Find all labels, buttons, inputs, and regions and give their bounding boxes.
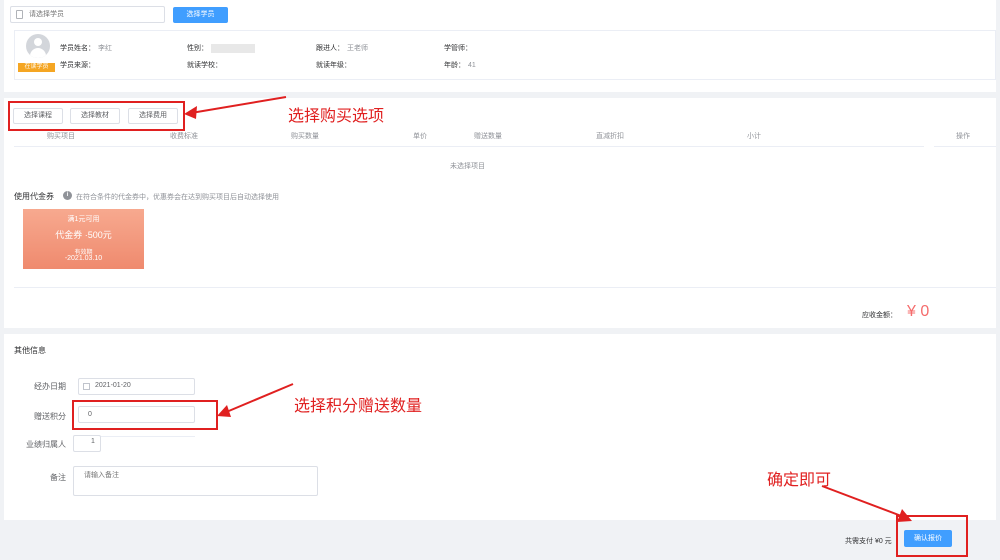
- owner-picker[interactable]: 1: [73, 435, 101, 452]
- info-name: 学员姓名：李红: [60, 45, 112, 52]
- arrow-head-confirm: [897, 509, 912, 522]
- document-icon: [16, 10, 23, 19]
- points-input-field[interactable]: [88, 408, 192, 421]
- info-school: 就读学校：: [187, 62, 222, 69]
- select-fee-button[interactable]: 选择费用: [128, 108, 178, 124]
- table-divider-action: [934, 146, 996, 147]
- voucher-title: 使用代金券: [14, 192, 54, 201]
- col-discount: 直减折扣: [596, 133, 624, 140]
- total-label: 应收金额：: [862, 312, 897, 319]
- annotation-select-points: 选择积分赠送数量: [294, 398, 423, 415]
- annotation-box-items: [8, 101, 185, 131]
- voucher-tip: 在符合条件的代金券中，优惠券会在达到购买项目后自动选择使用: [76, 194, 279, 201]
- select-material-button[interactable]: 选择教材: [70, 108, 120, 124]
- owner-underline: [101, 436, 195, 437]
- redacted-value: [211, 43, 255, 53]
- annotation-box-confirm: [896, 515, 968, 557]
- payment-summary: 共需支付 ¥0 元: [845, 538, 892, 545]
- arrow-head-points: [217, 405, 231, 417]
- remark-label: 备注: [50, 473, 66, 482]
- points-input[interactable]: [78, 406, 195, 423]
- date-picker[interactable]: 2021-01-20: [78, 378, 195, 395]
- student-search-box[interactable]: [10, 6, 165, 23]
- voucher-divider: [14, 287, 996, 288]
- arrow-line-points: [223, 383, 294, 414]
- student-search-input[interactable]: [29, 9, 159, 20]
- col-gift: 赠送数量: [474, 133, 502, 140]
- owner-label: 业绩归属人: [26, 440, 66, 449]
- voucher-card[interactable]: 满1元可用 代金券 ·500元 有效期 -2021.03.10: [23, 209, 144, 269]
- info-manager: 学管师：: [444, 45, 472, 52]
- calendar-icon: [83, 383, 90, 390]
- col-action: 操作: [956, 133, 970, 140]
- annotation-confirm: 确定即可: [767, 472, 832, 489]
- col-item: 购买项目: [47, 133, 75, 140]
- select-student-button[interactable]: 选择学员: [173, 7, 228, 23]
- empty-table-text: 未选择项目: [450, 163, 485, 170]
- col-quantity: 购买数量: [291, 133, 319, 140]
- points-label: 赠送积分: [34, 412, 66, 421]
- col-price: 单价: [413, 133, 427, 140]
- info-gender: 性别：: [187, 43, 255, 53]
- info-follower: 跟进人：王老师: [316, 45, 368, 52]
- status-badge: 在读学员: [18, 63, 55, 72]
- select-course-button[interactable]: 选择课程: [13, 108, 63, 124]
- total-value: ¥ 0: [907, 303, 930, 320]
- col-subtotal: 小计: [747, 133, 761, 140]
- confirm-button[interactable]: 确认报价: [904, 530, 952, 547]
- avatar-icon: [26, 34, 50, 58]
- annotation-box-points: [72, 400, 218, 430]
- date-label: 经办日期: [34, 382, 66, 391]
- table-divider: [14, 146, 924, 147]
- info-age: 年龄：41: [444, 62, 476, 69]
- info-grade: 就读年级：: [316, 62, 351, 69]
- remark-textarea[interactable]: [73, 466, 318, 496]
- annotation-select-items: 选择购买选项: [288, 108, 385, 125]
- arrow-line-items: [190, 96, 287, 114]
- section-title: 其他信息: [14, 346, 46, 355]
- purchase-card: [4, 98, 996, 328]
- info-icon: i: [63, 191, 72, 200]
- student-info-panel: 在读学员 学员姓名：李红 性别： 跟进人：王老师 学管师： 学员来源： 就读学校…: [14, 30, 996, 80]
- arrow-line-confirm: [821, 485, 905, 518]
- arrow-head-items: [184, 106, 197, 119]
- col-standard: 收费标准: [170, 133, 198, 140]
- info-source: 学员来源：: [60, 62, 95, 69]
